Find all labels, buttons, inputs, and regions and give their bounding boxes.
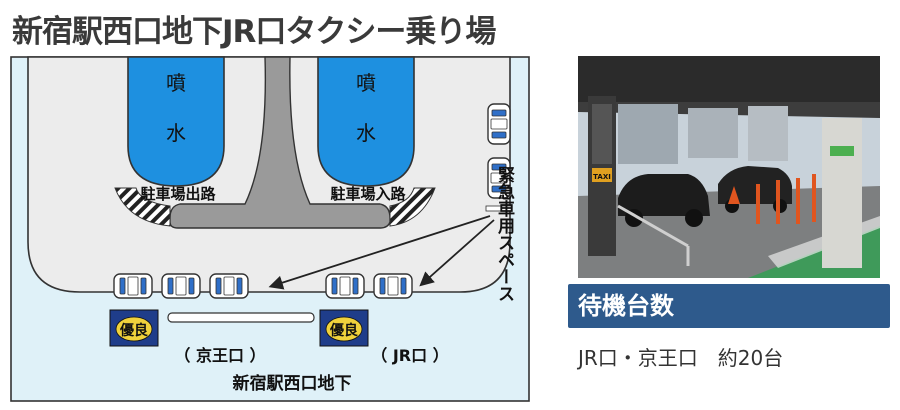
taxi-keio-3 [209,273,249,299]
taxi-keio-1 [113,273,153,299]
emergency-space-label: 緊急車用スペース [494,166,515,302]
arrow-to-keio [268,215,491,290]
fountain-right [317,56,415,187]
fountain-right-char2: 水 [356,121,376,145]
taxi-stand-photo: TAXI [578,56,880,278]
excellence-badge-jr: 優良 [319,309,369,347]
waiting-count-header: 待機台数 [568,284,890,328]
arrow-to-jr [419,219,495,287]
fountain-left-char2: 水 [166,121,186,145]
hatched-curb-left [114,187,171,227]
taxi-jr-2 [373,273,413,299]
central-divider [169,56,391,229]
excellence-badge-keio: 優良 [109,309,159,347]
jr-exit-label: （ JR口 ） [371,346,448,365]
fountain-left-char1: 噴 [166,71,186,95]
photo-taxi-sign: TAXI [593,173,611,181]
area-label: 新宿駅西口地下 [233,373,352,394]
badge-text-keio: 優良 [119,322,148,339]
exit-road-label: 駐車場出路 [140,185,216,203]
hatched-curb-right [389,187,436,227]
keio-exit-label: （ 京王口 ） [174,346,265,365]
emergency-stop-bar [485,205,513,212]
badge-text-jr: 優良 [329,322,358,339]
fountain-left [127,56,225,187]
entry-road-label: 駐車場入路 [330,185,406,203]
waiting-count-text: JR口・京王口 約20台 [578,346,784,370]
taxi-keio-2 [161,273,201,299]
fountain-right-char1: 噴 [356,71,376,95]
taxi-stand-map: 噴 水 噴 水 駐車場出路 駐車場入路 緊急車用スペース 優良 優良 （ 京王口… [10,56,530,402]
taxi-jr-1 [325,273,365,299]
boarding-platform [167,312,315,323]
taxi-emergency-1 [487,103,511,145]
page-title: 新宿駅西口地下JR口タクシー乗り場 [12,14,496,50]
